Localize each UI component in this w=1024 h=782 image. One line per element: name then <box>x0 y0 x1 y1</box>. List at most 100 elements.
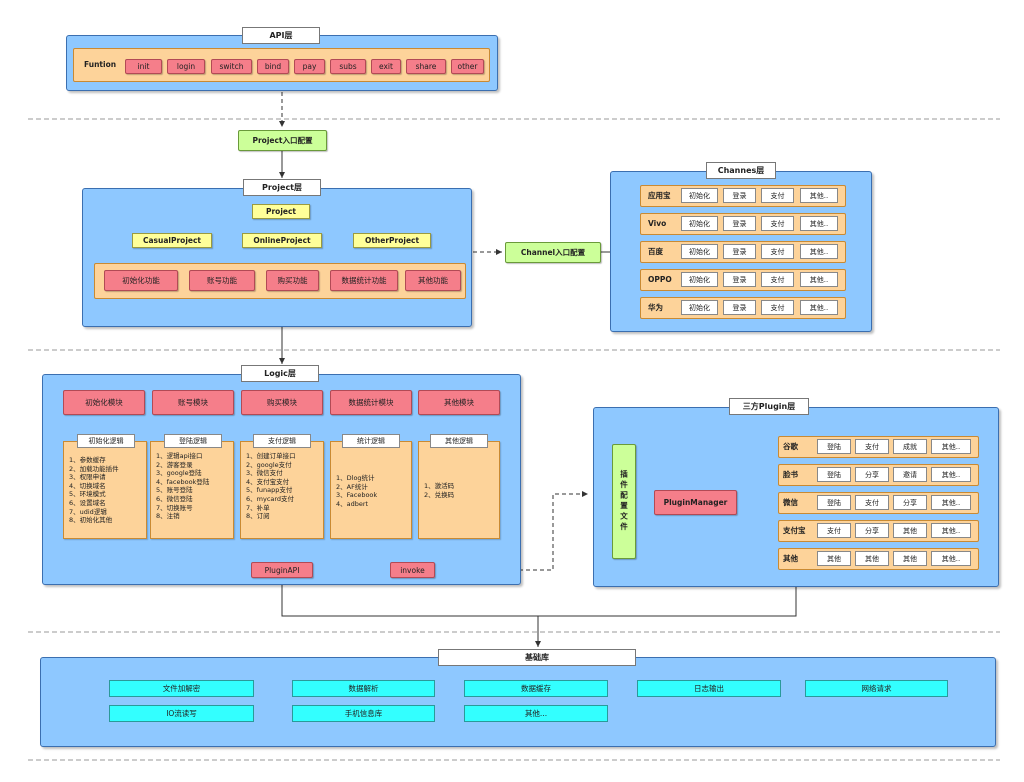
logic-purchase-item: 4、支付宝支付 <box>246 477 290 486</box>
plugin-name-google: 谷歌 <box>783 442 798 451</box>
logic-other-item: 1、激活码 <box>424 482 455 490</box>
project-feature-purchase: 购买功能 <box>266 270 319 291</box>
logic-purchase-item: 8、订阅 <box>246 512 270 521</box>
logic-caption-purchase: 支付逻辑 <box>253 434 311 448</box>
plugin-facebook-login: 登陆 <box>817 467 851 482</box>
logic-purchase-item: 6、mycard支付 <box>246 494 295 503</box>
api-function-bind: bind <box>257 59 289 74</box>
api-function-pay: pay <box>294 59 325 74</box>
logic-init-item: 4、切换域名 <box>69 481 106 490</box>
plugin-config-file-label: 插件配置文件 <box>619 470 629 533</box>
logic-module-stats: 数据统计模块 <box>330 390 412 415</box>
project-entry-config: Project入口配置 <box>238 130 327 151</box>
plugin-config-file: 插件配置文件 <box>612 444 636 559</box>
plugin-name-alipay: 支付宝 <box>783 526 806 535</box>
channel-name-yingyongbao: 应用宝 <box>648 191 671 200</box>
logic-module-other: 其他模块 <box>418 390 500 415</box>
plugin-name-wechat: 微信 <box>783 498 798 507</box>
api-function-init: init <box>125 59 162 74</box>
plugin-name-facebook: 脸书 <box>783 470 798 479</box>
channel-yingyongbao-init: 初始化 <box>681 188 718 203</box>
logic-purchase-item: 7、补单 <box>246 503 270 512</box>
api-function-label: Funtion <box>84 60 117 69</box>
base-device-info: 手机信息库 <box>292 705 435 722</box>
api-function-login: login <box>167 59 205 74</box>
logic-stats-item: 1、Dlog统计 <box>336 474 375 482</box>
base-data-cache: 数据缓存 <box>464 680 608 697</box>
plugin-facebook-share: 分享 <box>855 467 889 482</box>
project-casual: CasualProject <box>132 233 212 248</box>
logic-list-stats: 1、Dlog统计 2、AF统计 3、Facebook 4、adbert <box>336 474 377 508</box>
base-log-output: 日志输出 <box>637 680 781 697</box>
plugin-other-1: 其他 <box>817 551 851 566</box>
base-io-stream: IO流读写 <box>109 705 254 722</box>
channel-huawei-init: 初始化 <box>681 300 718 315</box>
logic-module-purchase: 购买模块 <box>241 390 323 415</box>
project-feature-other: 其他功能 <box>405 270 461 291</box>
plugin-google-other: 其他.. <box>931 439 971 454</box>
channel-oppo-login: 登录 <box>723 272 756 287</box>
api-function-exit: exit <box>371 59 401 74</box>
project-feature-account: 账号功能 <box>189 270 255 291</box>
logic-box-account <box>150 441 234 539</box>
logic-purchase-item: 2、google支付 <box>246 460 292 469</box>
logic-purchase-item: 1、创建订单接口 <box>246 452 296 460</box>
logic-init-item: 5、环境模式 <box>69 490 106 499</box>
plugin-wechat-pay: 支付 <box>855 495 889 510</box>
api-function-other: other <box>451 59 484 74</box>
logic-layer-title: Logic层 <box>241 365 319 382</box>
plugin-name-other: 其他 <box>783 554 798 563</box>
base-file-encryption: 文件加解密 <box>109 680 254 697</box>
base-other: 其他... <box>464 705 608 722</box>
plugin-alipay-other-1: 其他 <box>893 523 927 538</box>
logic-list-init: 1、参数缓存 2、加载功能插件 3、权限申请 4、切换域名 5、环境模式 6、设… <box>69 456 119 525</box>
plugin-alipay-other-2: 其他.. <box>931 523 971 538</box>
logic-purchase-item: 3、微信支付 <box>246 469 283 478</box>
api-function-share: share <box>406 59 446 74</box>
channel-name-huawei: 华为 <box>648 303 663 312</box>
plugin-wechat-share: 分享 <box>893 495 927 510</box>
plugin-api: PluginAPI <box>251 562 313 578</box>
plugin-google-login: 登陆 <box>817 439 851 454</box>
channel-vivo-login: 登录 <box>723 216 756 231</box>
api-function-subs: subs <box>330 59 366 74</box>
channel-name-oppo: OPPO <box>648 275 672 284</box>
channel-oppo-init: 初始化 <box>681 272 718 287</box>
channel-yingyongbao-login: 登录 <box>723 188 756 203</box>
project-feature-stats: 数据统计功能 <box>330 270 398 291</box>
logic-account-item: 6、微信登陆 <box>156 494 193 503</box>
logic-init-item: 7、udid逻辑 <box>69 507 107 516</box>
channel-vivo-init: 初始化 <box>681 216 718 231</box>
logic-list-purchase: 1、创建订单接口 2、google支付 3、微信支付 4、支付宝支付 5、fun… <box>246 452 296 521</box>
plugin-alipay-share: 分享 <box>855 523 889 538</box>
logic-init-item: 8、初始化其他 <box>69 516 113 525</box>
logic-module-account: 账号模块 <box>152 390 234 415</box>
api-function-switch: switch <box>211 59 252 74</box>
logic-caption-account: 登陆逻辑 <box>164 434 222 448</box>
channel-baidu-pay: 支付 <box>761 244 794 259</box>
logic-stats-item: 3、Facebook <box>336 491 378 500</box>
base-library-title: 基础库 <box>438 649 636 666</box>
plugin-other-3: 其他 <box>893 551 927 566</box>
channel-baidu-init: 初始化 <box>681 244 718 259</box>
channel-baidu-login: 登录 <box>723 244 756 259</box>
plugin-wechat-other: 其他.. <box>931 495 971 510</box>
logic-account-item: 2、游客登录 <box>156 460 193 469</box>
plugin-wechat-login: 登陆 <box>817 495 851 510</box>
logic-init-item: 6、设置域名 <box>69 498 106 507</box>
project-feature-init: 初始化功能 <box>104 270 178 291</box>
plugin-other-4: 其他.. <box>931 551 971 566</box>
base-library-layer <box>40 657 996 747</box>
project-root: Project <box>252 204 310 219</box>
project-other: OtherProject <box>353 233 431 248</box>
logic-box-purchase <box>240 441 324 539</box>
channel-name-vivo: Vivo <box>648 219 667 228</box>
channel-layer-title: Channes层 <box>706 162 776 179</box>
channel-oppo-pay: 支付 <box>761 272 794 287</box>
invoke: invoke <box>390 562 435 578</box>
project-layer-title: Project层 <box>243 179 321 196</box>
plugin-manager: PluginManager <box>654 490 737 515</box>
logic-list-account: 1、逻辑api接口 2、游客登录 3、google登陆 4、facebook登陆… <box>156 452 209 521</box>
channel-entry-config: Channel入口配置 <box>505 242 601 263</box>
plugin-other-2: 其他 <box>855 551 889 566</box>
